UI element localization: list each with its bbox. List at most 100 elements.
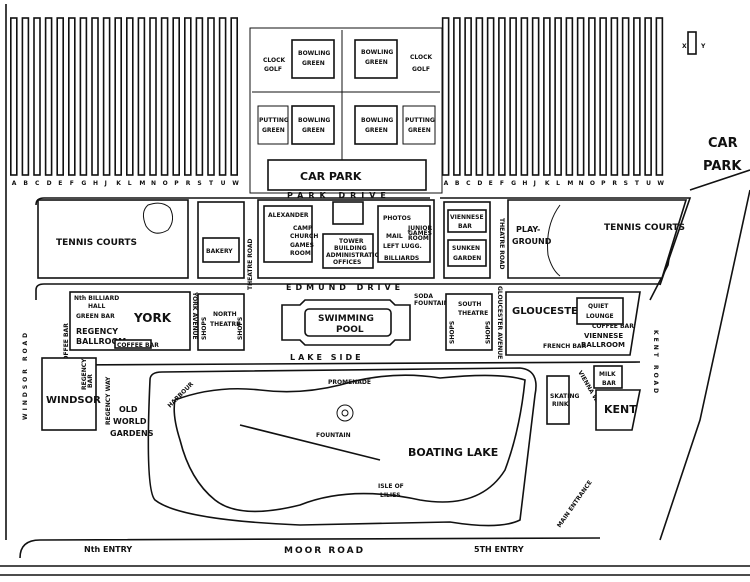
billiards-label: BILLIARDS bbox=[384, 255, 419, 262]
putting-green-left-l1: PUTTING bbox=[259, 117, 289, 124]
soda-fountain-l1: SODA bbox=[414, 293, 433, 300]
junior-games-l3: ROOM bbox=[408, 235, 429, 242]
tower-l2: BUILDING bbox=[334, 245, 367, 252]
chalet-left-row-T bbox=[207, 17, 215, 176]
central-car-park bbox=[267, 159, 427, 191]
chalet-left-letter-M: M bbox=[139, 180, 145, 187]
chalet-left-letter-S: S bbox=[197, 180, 201, 187]
theatre-avenue-label: THEATRE ROAD bbox=[498, 218, 505, 269]
greens-enclosure bbox=[249, 27, 443, 194]
shops-north-1: SHOPS bbox=[201, 317, 208, 340]
chalet-right-letter-P: P bbox=[601, 180, 606, 187]
chalet-right-letter-H: H bbox=[522, 180, 527, 187]
chalet-right-row-S bbox=[621, 17, 630, 176]
quiet-lounge-l1: QUIET bbox=[588, 303, 609, 310]
windsor-road-label: WINDSOR ROAD bbox=[22, 330, 29, 420]
playground-l1: PLAY- bbox=[516, 225, 540, 234]
bowling-green-2 bbox=[354, 39, 398, 79]
tennis-courts-left bbox=[37, 199, 189, 279]
skating-rink bbox=[546, 375, 570, 425]
chalet-right-row-D bbox=[475, 17, 484, 176]
swimming-pool-l2: POOL bbox=[336, 325, 364, 335]
chalet-left-row-O bbox=[160, 17, 169, 176]
regency-way-label: REGENCY WAY bbox=[105, 376, 112, 425]
kent-label: KENT bbox=[604, 403, 637, 416]
north-theatre-block bbox=[197, 293, 245, 351]
old-world-l3: GARDENS bbox=[110, 429, 154, 438]
bowling-green-1 bbox=[291, 39, 335, 79]
chalet-right-letter-G: G bbox=[511, 180, 516, 187]
chalet-left-letter-A: A bbox=[12, 180, 17, 187]
gloucester-label: GLOUCESTER bbox=[512, 306, 586, 317]
lake-side-road bbox=[59, 361, 641, 366]
tower-top bbox=[332, 201, 364, 225]
tennis-court-tree-cluster bbox=[142, 202, 174, 234]
bowling-green-2-l1: BOWLING bbox=[361, 49, 393, 56]
old-world-l2: WORLD bbox=[113, 417, 147, 426]
alexander-label: ALEXANDER bbox=[268, 212, 309, 219]
chalet-right-row-U bbox=[644, 17, 652, 176]
viennese-ballroom-l2: BALLROOM bbox=[581, 341, 625, 349]
chalet-left-letter-D: D bbox=[47, 180, 52, 187]
viennese-bar-l2: BAR bbox=[458, 223, 472, 230]
chalet-left-letter-B: B bbox=[23, 180, 28, 187]
chalet-left-row-D bbox=[44, 17, 53, 176]
south-theatre-l1: SOUTH bbox=[458, 301, 481, 308]
regency-ballroom-l2: BALLROOM bbox=[76, 337, 126, 346]
clock-golf-left-1: CLOCK bbox=[263, 57, 286, 64]
chalet-xy-block bbox=[687, 31, 697, 55]
sunken-garden bbox=[447, 239, 487, 267]
chalet-left-letter-O: O bbox=[163, 180, 168, 187]
chalet-right-row-C bbox=[464, 17, 472, 176]
putting-green-right-l2: GREEN bbox=[408, 127, 431, 134]
putting-green-right bbox=[402, 105, 436, 145]
chalet-right-letter-W: W bbox=[657, 180, 664, 187]
camp-church-l1: CAMP bbox=[293, 225, 313, 232]
bowling-green-1-l2: GREEN bbox=[302, 60, 325, 67]
chalet-right-row-T bbox=[633, 17, 641, 176]
chalet-left-row-J bbox=[102, 17, 111, 176]
north-theatre-l1: NORTH bbox=[213, 311, 237, 318]
york-avenue-label: YORK AVENUE bbox=[191, 291, 198, 340]
chalet-rows-left bbox=[10, 17, 238, 176]
chalet-left-letter-C: C bbox=[35, 180, 40, 187]
coffee-bar-york bbox=[114, 339, 152, 349]
chalet-right-letter-C: C bbox=[466, 180, 471, 187]
york-label: YORK bbox=[133, 311, 172, 325]
viennese-bar-building bbox=[447, 209, 487, 233]
edmund-drive-label: EDMUND DRIVE bbox=[286, 283, 404, 292]
chalet-right-row-P bbox=[599, 17, 607, 176]
chalet-right-row-R bbox=[610, 17, 619, 176]
chalet-right-row-K bbox=[543, 17, 551, 176]
viennese-ballroom-l1: VIENNESE bbox=[584, 332, 623, 340]
fountain-label: FOUNTAIN bbox=[316, 432, 351, 439]
chalet-right-row-O bbox=[588, 17, 596, 176]
regency-ballroom-l1: REGENCY bbox=[76, 327, 118, 336]
chalet-right-row-J bbox=[531, 17, 540, 176]
moor-road-label: MOOR ROAD bbox=[284, 546, 365, 556]
soda-fountain-l2: FOUNTAIN bbox=[414, 300, 449, 307]
junior-games-l2: GAMES bbox=[408, 230, 432, 237]
chalet-rows-right bbox=[441, 17, 664, 176]
chalet-left-row-A bbox=[10, 17, 18, 176]
north-theatre-l2: THEATRE bbox=[210, 321, 240, 328]
chalet-right-letter-K: K bbox=[545, 180, 550, 187]
regency-bar-l2: BAR bbox=[87, 374, 94, 388]
promenade-label: PROMENADE bbox=[328, 379, 371, 386]
chalet-right-letter-O: O bbox=[590, 180, 595, 187]
clock-golf-right-1: CLOCK bbox=[410, 54, 433, 61]
chalet-left-row-K bbox=[114, 17, 122, 176]
alexander-building bbox=[263, 205, 313, 263]
tower-l3: ADMINISTRATION bbox=[326, 252, 385, 259]
chalet-right-letter-B: B bbox=[455, 180, 460, 187]
playground-divider bbox=[547, 204, 561, 277]
chalet-left-letter-J: J bbox=[104, 180, 107, 187]
chalet-left-row-S bbox=[195, 17, 204, 176]
sunken-garden-l2: GARDEN bbox=[453, 255, 481, 262]
kent-road-label: KENT ROAD bbox=[652, 330, 659, 396]
chalet-right-row-E bbox=[486, 17, 495, 176]
main-entrance-label: MAIN ENTRANCE bbox=[556, 479, 594, 529]
chalet-left-row-C bbox=[33, 17, 41, 176]
boating-lake-label: BOATING LAKE bbox=[408, 446, 498, 459]
